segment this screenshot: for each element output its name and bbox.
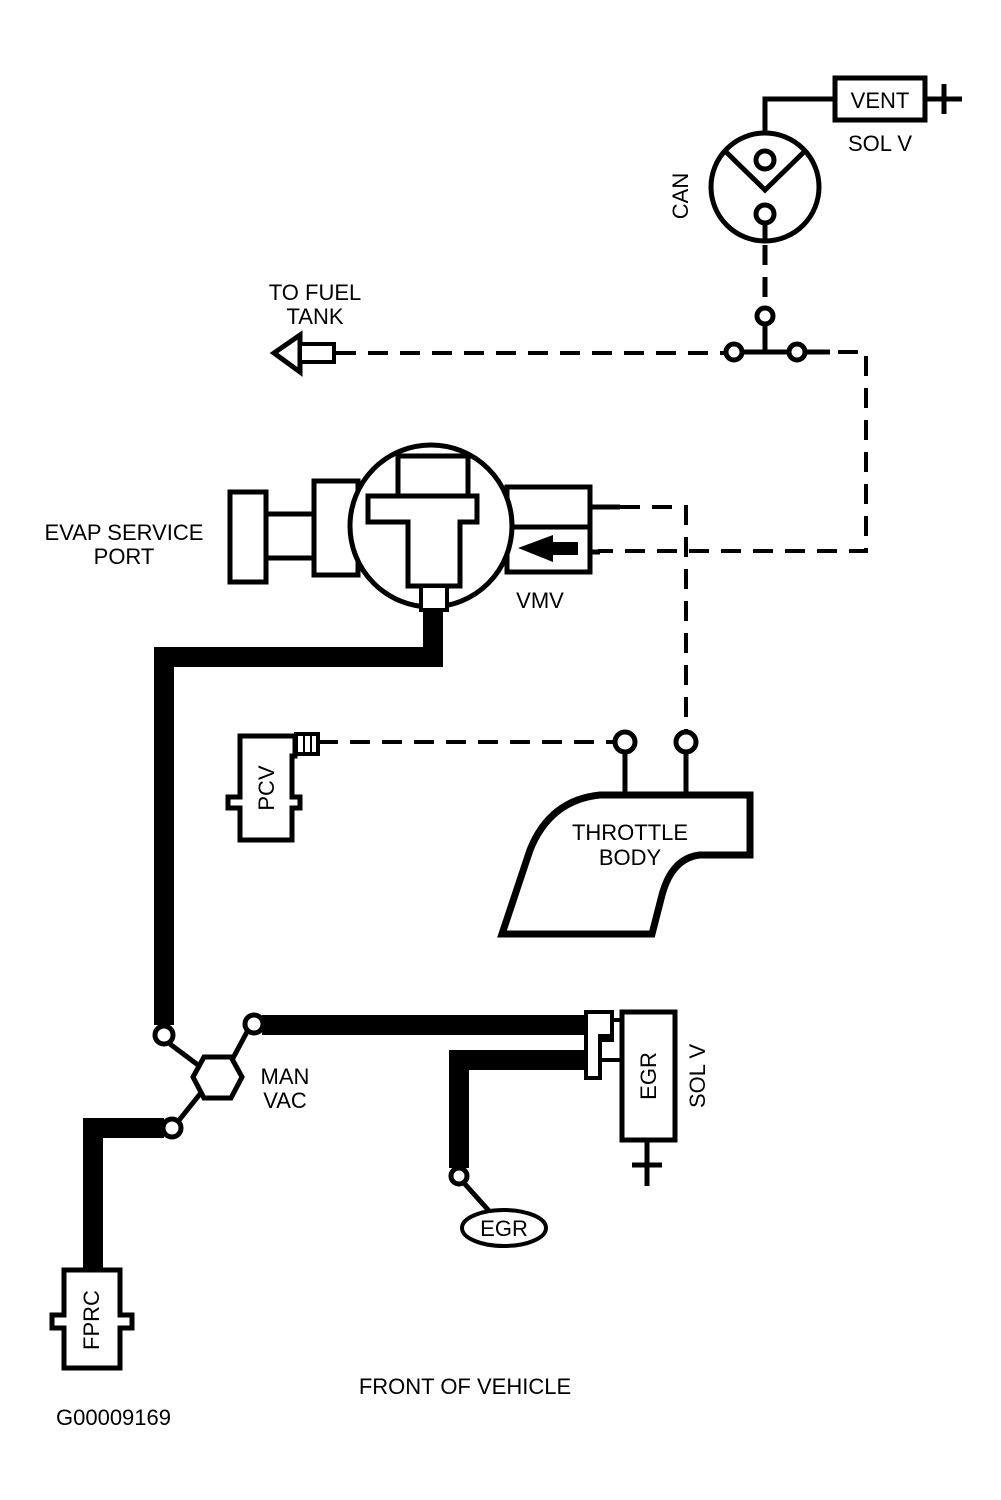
fuel-tank-label-1: TO FUEL xyxy=(269,280,362,305)
fuel-tank-fitting xyxy=(298,342,336,364)
vent-sublabel: SOL V xyxy=(848,131,912,156)
manifold-vacuum-group: MAN VAC xyxy=(152,1012,310,1140)
manvac-port-upper-left xyxy=(152,1023,176,1047)
canister-v-divider xyxy=(722,148,808,194)
throttle-port-1 xyxy=(612,729,638,755)
throttle-body[interactable] xyxy=(497,791,754,938)
egr-solenoid-group: EGR SOL V xyxy=(584,1009,710,1186)
manvac-branch-upper-left xyxy=(168,1042,204,1070)
egr-valve-label: EGR xyxy=(480,1216,528,1241)
manvac-label-2: VAC xyxy=(263,1088,307,1113)
fuel-tank-label-2: TANK xyxy=(286,304,343,329)
throttle-body-label-1: THROTTLE xyxy=(572,820,688,845)
vent-label: VENT xyxy=(851,88,910,113)
evap-service-port-cap[interactable] xyxy=(227,489,269,585)
vmv-top-block xyxy=(395,453,471,499)
manvac-branch-upper-right xyxy=(229,1028,251,1062)
manvac-to-fprc-hose xyxy=(83,1118,164,1270)
fprc-label: FPRC xyxy=(79,1290,104,1350)
canister-port-bottom xyxy=(753,202,777,226)
tee-port-right xyxy=(786,341,808,363)
throttle-body-group: THROTTLE BODY xyxy=(497,729,754,938)
fprc-group: FPRC xyxy=(49,1267,135,1371)
throttle-port-2 xyxy=(673,729,699,755)
canister-port-top xyxy=(753,148,777,172)
egr-valve-link xyxy=(462,1181,492,1214)
fuel-pressure-regulator-control[interactable] xyxy=(49,1267,135,1371)
fuel-tank-group: TO FUEL TANK xyxy=(269,280,868,553)
egr-sol-to-egr-hose xyxy=(449,1050,596,1168)
figure-id: G00009169 xyxy=(56,1405,171,1430)
pcv-group: PCV xyxy=(225,732,614,843)
evap-service-port-label-2: PORT xyxy=(94,544,155,569)
egr-sol-label: EGR xyxy=(636,1052,661,1100)
throttle-body-label-2: BODY xyxy=(599,845,662,870)
vmv-to-manvac-hose xyxy=(154,610,443,1025)
canister-to-vmv-dashed-hose xyxy=(598,350,868,553)
manvac-label-1: MAN xyxy=(261,1064,310,1089)
canister-group: CAN xyxy=(668,130,830,363)
vmv-label: VMV xyxy=(516,588,564,613)
vmv-outlet-nipple xyxy=(419,584,449,612)
pcv-label: PCV xyxy=(254,765,279,811)
manifold-vacuum-fitting[interactable] xyxy=(190,1054,245,1101)
manvac-port-lower xyxy=(160,1116,184,1140)
manvac-port-upper-right xyxy=(242,1012,266,1036)
tee-port-top xyxy=(754,305,776,327)
vmv-group: EVAP SERVICE PORT VMV xyxy=(45,442,688,732)
pcv-nipple xyxy=(294,732,320,756)
egr-valve-port xyxy=(448,1165,470,1187)
vent-solenoid-group: VENT SOL V xyxy=(762,75,962,158)
manvac-branch-lower xyxy=(174,1092,202,1126)
vmv-to-throttle-dashed-hose xyxy=(620,505,688,732)
evap-service-port-label-1: EVAP SERVICE xyxy=(45,520,204,545)
fuel-tank-arrow-icon xyxy=(269,330,303,377)
egr-valve-group: EGR xyxy=(448,1165,548,1248)
canister-label: CAN xyxy=(668,173,693,219)
vmv-t-block xyxy=(365,493,480,589)
egr-valve[interactable] xyxy=(460,1208,548,1248)
evap-service-port-neck xyxy=(263,511,319,561)
vmv-flow-arrow-icon xyxy=(518,535,578,562)
egr-sol-sublabel: SOL V xyxy=(685,1044,710,1108)
tee-port-left xyxy=(723,341,745,363)
vmv-upper-port xyxy=(504,484,593,530)
front-of-vehicle-label: FRONT OF VEHICLE xyxy=(359,1374,571,1399)
